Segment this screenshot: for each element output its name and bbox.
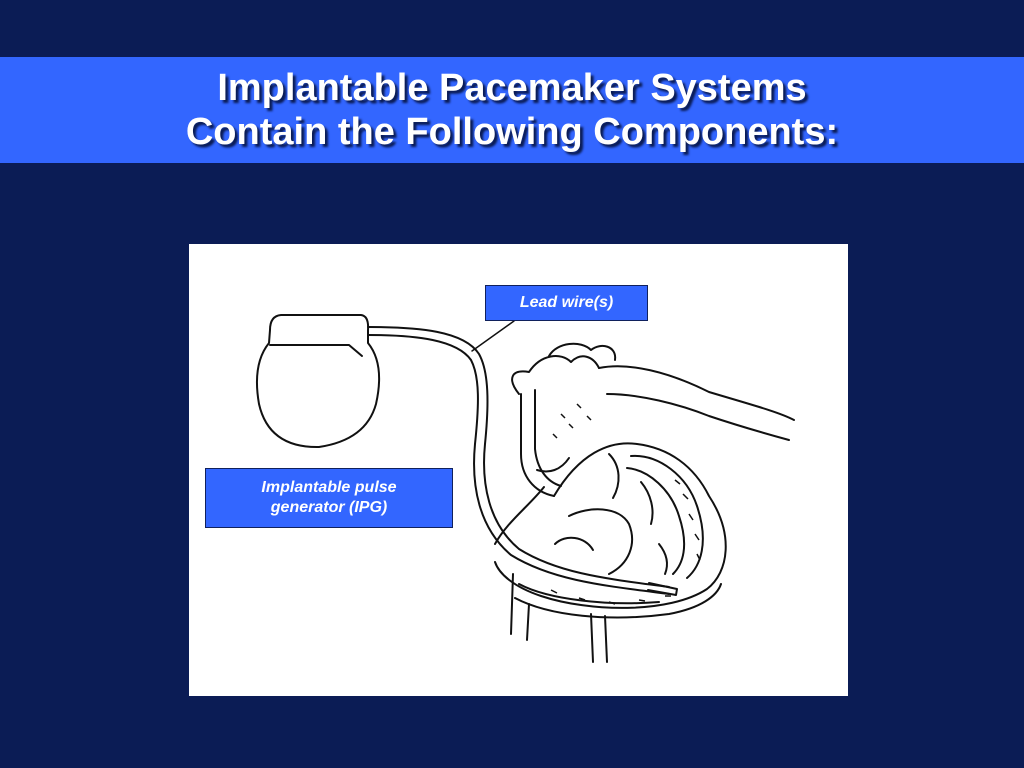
- lead-wire-label: Lead wire(s): [519, 294, 614, 311]
- ipg-label-line-1: Implantable pulse: [261, 479, 397, 496]
- ipg-header-line: [269, 344, 363, 357]
- lead-wire-callout: Lead wire(s): [485, 285, 648, 321]
- lead-wire-outer: [367, 326, 670, 588]
- heart-outline: [494, 442, 727, 609]
- lead-callout-pointer: [471, 320, 515, 352]
- slide-title-line-2: Contain the Following Components:: [185, 111, 839, 153]
- lead-tip: [647, 582, 678, 596]
- lead-wire-inner: [367, 334, 670, 595]
- heart-wall-texture: [550, 403, 701, 605]
- slide-title-line-1: Implantable Pacemaker Systems: [217, 67, 807, 109]
- heart-pacemaker-drawing: [256, 314, 795, 663]
- title-band: Implantable Pacemaker Systems Contain th…: [0, 57, 1024, 163]
- pacemaker-illustration: Lead wire(s) Implantable pulse generator…: [189, 244, 848, 696]
- ipg-body: [256, 314, 381, 449]
- ipg-callout: Implantable pulse generator (IPG): [205, 468, 453, 528]
- ipg-label-line-2: generator (IPG): [270, 499, 388, 516]
